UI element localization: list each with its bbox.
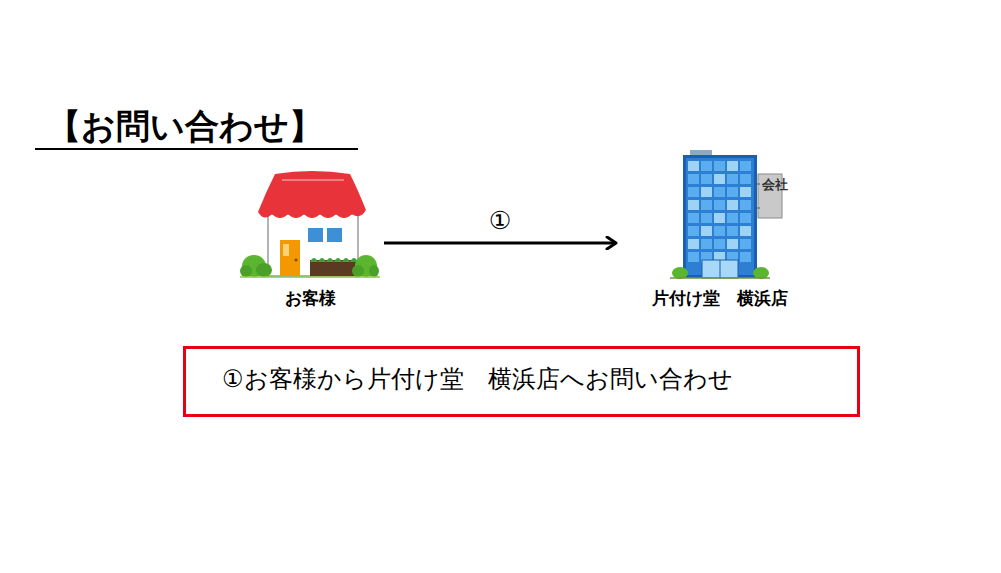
house-illustration [240,170,380,282]
customer-house: お客様 [236,170,384,310]
flow-arrow [384,242,616,245]
node-label: お客様 [236,288,384,308]
company-building: 片付け堂 横浜店 [616,148,824,310]
sign-text: 会社 [762,178,775,192]
node-label: 片付け堂 横浜店 [616,288,824,308]
building-illustration [620,148,820,280]
step-number: ① [486,207,514,235]
diagram-title: 【お問い合わせ】 [35,104,358,150]
description-text: ①お客様から片付け堂 横浜店へお問い合わせ [186,364,757,394]
description-box: ①お客様から片付け堂 横浜店へお問い合わせ [183,346,860,417]
